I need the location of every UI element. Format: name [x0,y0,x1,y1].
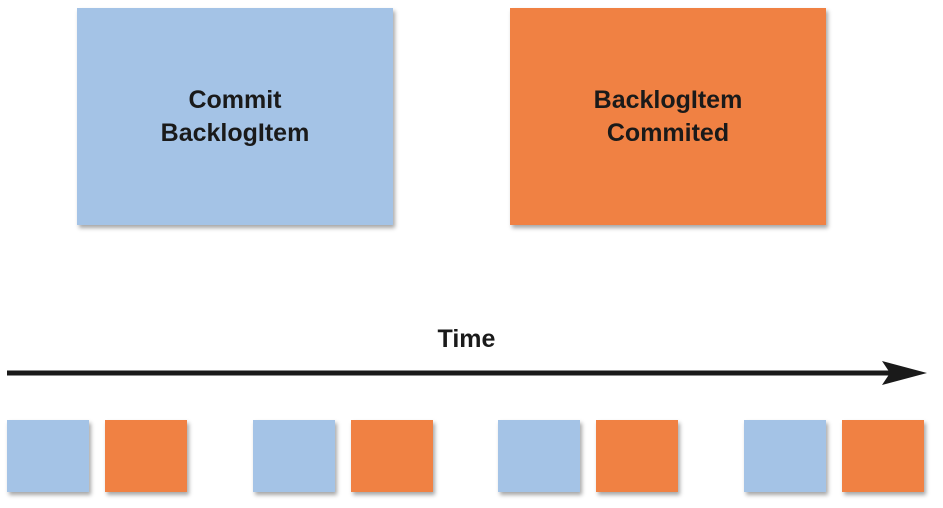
command-box: Commit BacklogItem [77,8,393,225]
command-box-label: Commit BacklogItem [161,84,310,150]
stream-event-block [105,420,187,492]
event-box: BacklogItem Commited [510,8,826,225]
stream-event-block [351,420,433,492]
stream-command-block [253,420,335,492]
command-box-label-line1: Commit [188,85,282,114]
stream-event-block [596,420,678,492]
time-label-text: Time [437,325,496,353]
time-arrow [7,361,927,385]
stream-command-block [744,420,826,492]
command-box-label-line2: BacklogItem [160,118,310,147]
event-stream [0,420,943,500]
event-box-label-line1: BacklogItem [593,85,743,114]
event-box-label-line2: Commited [606,118,730,147]
time-label: Time [0,325,943,354]
stream-command-block [498,420,580,492]
event-box-label: BacklogItem Commited [594,84,743,150]
stream-command-block [7,420,89,492]
time-arrow-head [882,361,927,385]
stream-event-block [842,420,924,492]
